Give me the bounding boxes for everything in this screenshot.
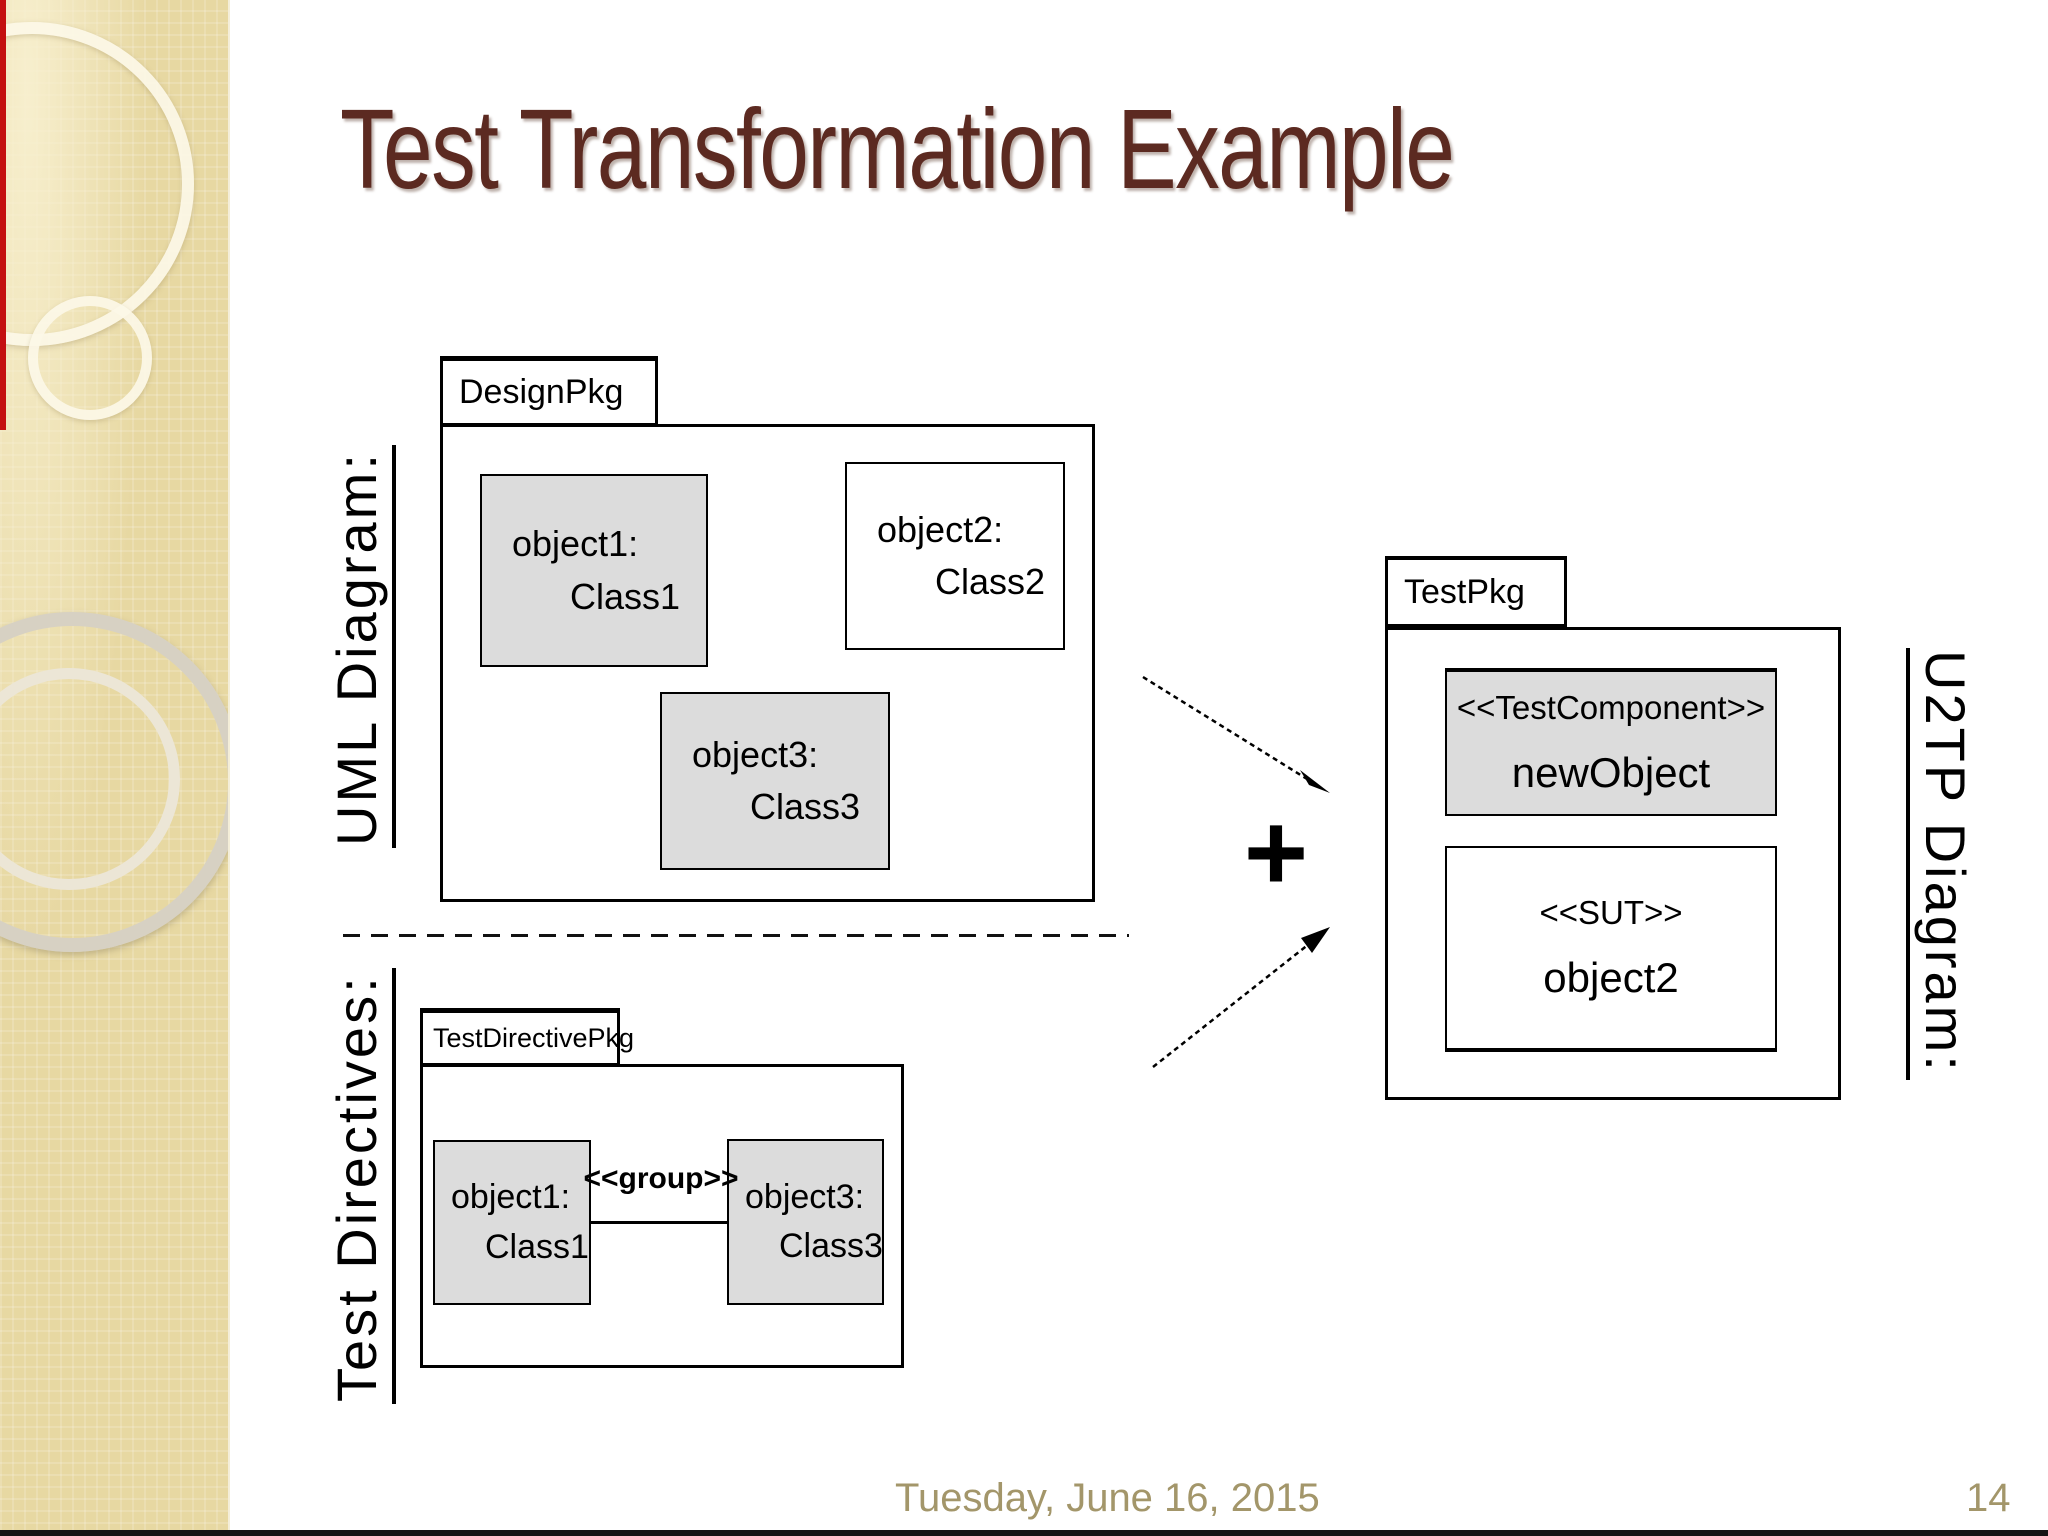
object-class-label: Class1 <box>570 575 681 617</box>
object-instance-label: object3: <box>692 733 819 775</box>
stereotype-label: <<SUT>> <box>1539 894 1683 931</box>
page-number: 14 <box>1966 1476 2011 1520</box>
object-box-object2-class2: object2: Class2 <box>845 462 1065 650</box>
object-class-label: Class2 <box>935 561 1046 602</box>
object-instance-label: object1: <box>512 523 639 565</box>
component-name-label: newObject <box>1511 749 1711 796</box>
label-u2tp-diagram: U2TP Diagram: <box>1906 648 1977 1080</box>
arrow-bottom-head-icon <box>1301 927 1330 953</box>
bottom-edge-bar <box>0 1530 2048 1536</box>
object-box-td-object1-class1: object1: Class1 <box>433 1140 591 1305</box>
test-pkg-name: TestPkg <box>1404 572 1525 611</box>
label-uml-diagram: UML Diagram: <box>325 445 396 848</box>
stereotype-label: <<TestComponent>> <box>1456 689 1766 726</box>
arrow-bottom-line <box>1152 943 1310 1068</box>
decorative-ring-bottom-inner <box>0 668 180 890</box>
sidebar-decoration <box>0 0 230 1536</box>
arrow-top-line <box>1142 675 1308 781</box>
component-name-label: object2 <box>1543 954 1679 1001</box>
test-directive-pkg-name: TestDirectivePkg <box>433 1022 635 1053</box>
section-separator-dashed-line <box>343 934 1129 937</box>
footer-date: Tuesday, June 16, 2015 <box>895 1476 1320 1520</box>
group-connector-line <box>591 1221 727 1224</box>
test-pkg-tab: TestPkg <box>1385 556 1567 627</box>
object-box-object3-class3: object3: Class3 <box>660 692 890 870</box>
object-box-td-object3-class3: object3: Class3 <box>727 1139 884 1305</box>
page-title: Test Transformation Example <box>340 86 1455 212</box>
left-edge-red-strip <box>0 0 6 430</box>
label-test-directives: Test Directives: <box>325 968 396 1404</box>
object-instance-label: object3: <box>745 1177 865 1216</box>
test-component-box: <<TestComponent>> newObject <box>1445 668 1777 816</box>
object-class-label: Class3 <box>750 786 861 827</box>
design-pkg-name: DesignPkg <box>459 372 624 411</box>
plus-operator: + <box>1243 791 1309 914</box>
sut-box: <<SUT>> object2 <box>1445 846 1777 1052</box>
test-directive-pkg-tab: TestDirectivePkg <box>420 1008 634 1066</box>
group-connector-label: <<group>> <box>583 1162 739 1195</box>
arrow-top-head-icon <box>1300 770 1330 793</box>
object-class-label: Class1 <box>485 1227 589 1266</box>
object-instance-label: object2: <box>877 508 1004 550</box>
decorative-ring-small <box>28 296 152 420</box>
object-box-object1-class1: object1: Class1 <box>480 474 708 667</box>
design-pkg-tab: DesignPkg <box>440 356 658 426</box>
object-instance-label: object1: <box>451 1178 571 1217</box>
object-class-label: Class3 <box>779 1227 883 1265</box>
